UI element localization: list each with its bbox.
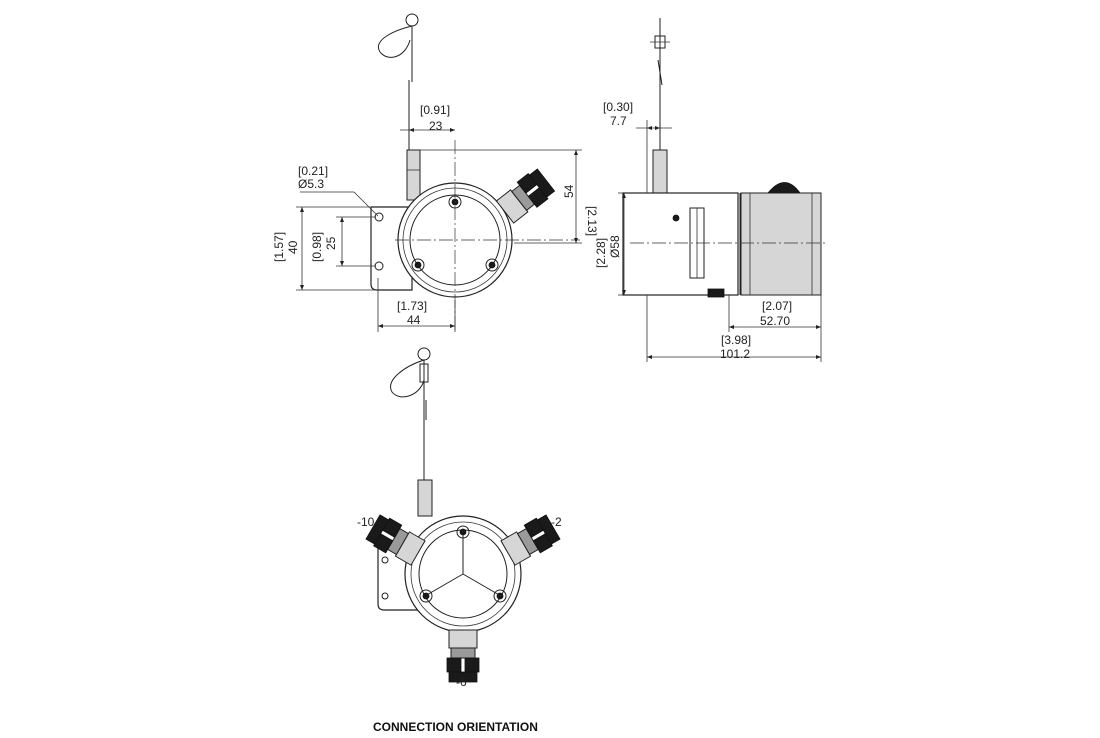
cable-exit-tube xyxy=(406,149,421,201)
side-total-length-in: [3.98] xyxy=(721,333,751,347)
body-height-in: [2.13] xyxy=(585,206,599,236)
bracket-width-mm: 44 xyxy=(407,313,421,327)
body-height-mm: 54 xyxy=(562,184,576,198)
side-connector-cap xyxy=(767,182,801,194)
cable-ring-terminal xyxy=(377,13,419,150)
side-total-length-mm: 101.2 xyxy=(720,347,750,361)
hole-spacing-mm: 25 xyxy=(324,236,338,250)
connector-bottom xyxy=(446,629,480,683)
bracket-height-mm: 40 xyxy=(286,240,300,254)
connector-left xyxy=(365,514,426,566)
screw-left xyxy=(411,258,425,272)
bracket-height-in: [1.57] xyxy=(272,232,286,262)
hole-dia-mm: Ø5.3 xyxy=(298,177,324,191)
option-bottom-label: -6 xyxy=(456,675,467,689)
side-housing-rear xyxy=(740,192,822,296)
connector-right xyxy=(500,514,561,566)
hole-dia-in: [0.21] xyxy=(298,164,328,178)
cable-offset-mm: 23 xyxy=(429,119,443,133)
connection-view: -10 -2 -6 CONNECTION ORIENTATION xyxy=(357,347,562,734)
screw-right xyxy=(485,258,499,272)
connection-caption: CONNECTION ORIENTATION xyxy=(373,720,538,734)
side-housing-length-in: [2.07] xyxy=(762,299,792,313)
cable-offset-in: [0.91] xyxy=(420,103,450,117)
connector xyxy=(495,168,556,224)
side-cable-offset-mm: 7.7 xyxy=(610,114,627,128)
option-right-label: -2 xyxy=(551,515,562,529)
side-body-dia-in: [2.28] xyxy=(594,238,608,268)
hole-spacing-in: [0.98] xyxy=(310,232,324,262)
side-view: [0.30] 7.7 [2.28] Ø58 [2.07] 52.70 [3.98… xyxy=(594,18,828,362)
option-left-label: -10 xyxy=(357,515,375,529)
front-view: [0.91] 23 [0.21] Ø5.3 [1.57] 40 [0.98] 2… xyxy=(272,13,599,332)
side-body-dia-mm: Ø58 xyxy=(608,235,622,258)
side-housing-length-mm: 52.70 xyxy=(760,314,790,328)
bracket-width-in: [1.73] xyxy=(397,299,427,313)
side-housing-front xyxy=(622,192,739,296)
side-cable-offset-in: [0.30] xyxy=(603,100,633,114)
